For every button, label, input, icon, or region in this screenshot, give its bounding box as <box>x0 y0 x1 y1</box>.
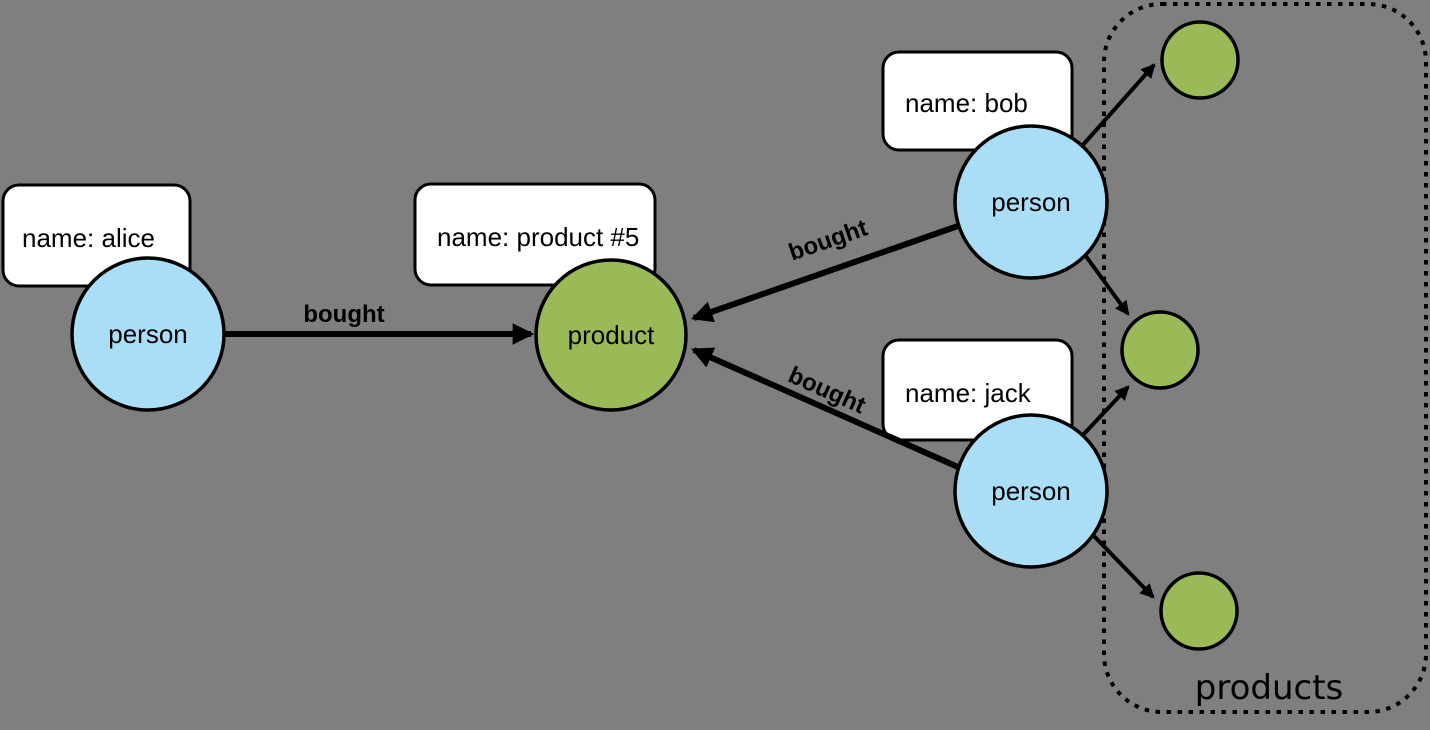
alice-node-label: person <box>108 319 188 349</box>
jack-node-label: person <box>991 476 1071 506</box>
bob-property-text: name: bob <box>905 88 1028 118</box>
edge-jack-product-b <box>1080 385 1130 438</box>
product-property-text: name: product #5 <box>437 222 639 252</box>
edge-label-alice-bought: bought <box>303 301 384 328</box>
edge-bob-bought-product <box>690 223 959 323</box>
product-node-circle <box>534 258 688 412</box>
product-b-node-circle <box>1120 310 1200 390</box>
bob-node-circle <box>953 124 1109 280</box>
product-a-node-circle <box>1160 20 1240 100</box>
product-c-node-circle <box>1159 571 1239 651</box>
product-property-box <box>413 182 657 287</box>
alice-node-circle <box>70 256 226 412</box>
edge-jack-bought-product <box>691 347 960 470</box>
bob-node-label: person <box>991 187 1071 217</box>
edge-jack-product-c <box>1090 532 1155 599</box>
jack-node-circle <box>953 413 1109 569</box>
jack-property-text: name: jack <box>905 378 1032 408</box>
edge-bob-product-a <box>1080 63 1156 148</box>
products-group-label: products <box>1195 668 1343 708</box>
product-node-label: product <box>568 320 655 350</box>
edge-bob-product-b <box>1083 253 1130 316</box>
products-group-border <box>1102 2 1428 714</box>
alice-property-text: name: alice <box>22 223 155 253</box>
